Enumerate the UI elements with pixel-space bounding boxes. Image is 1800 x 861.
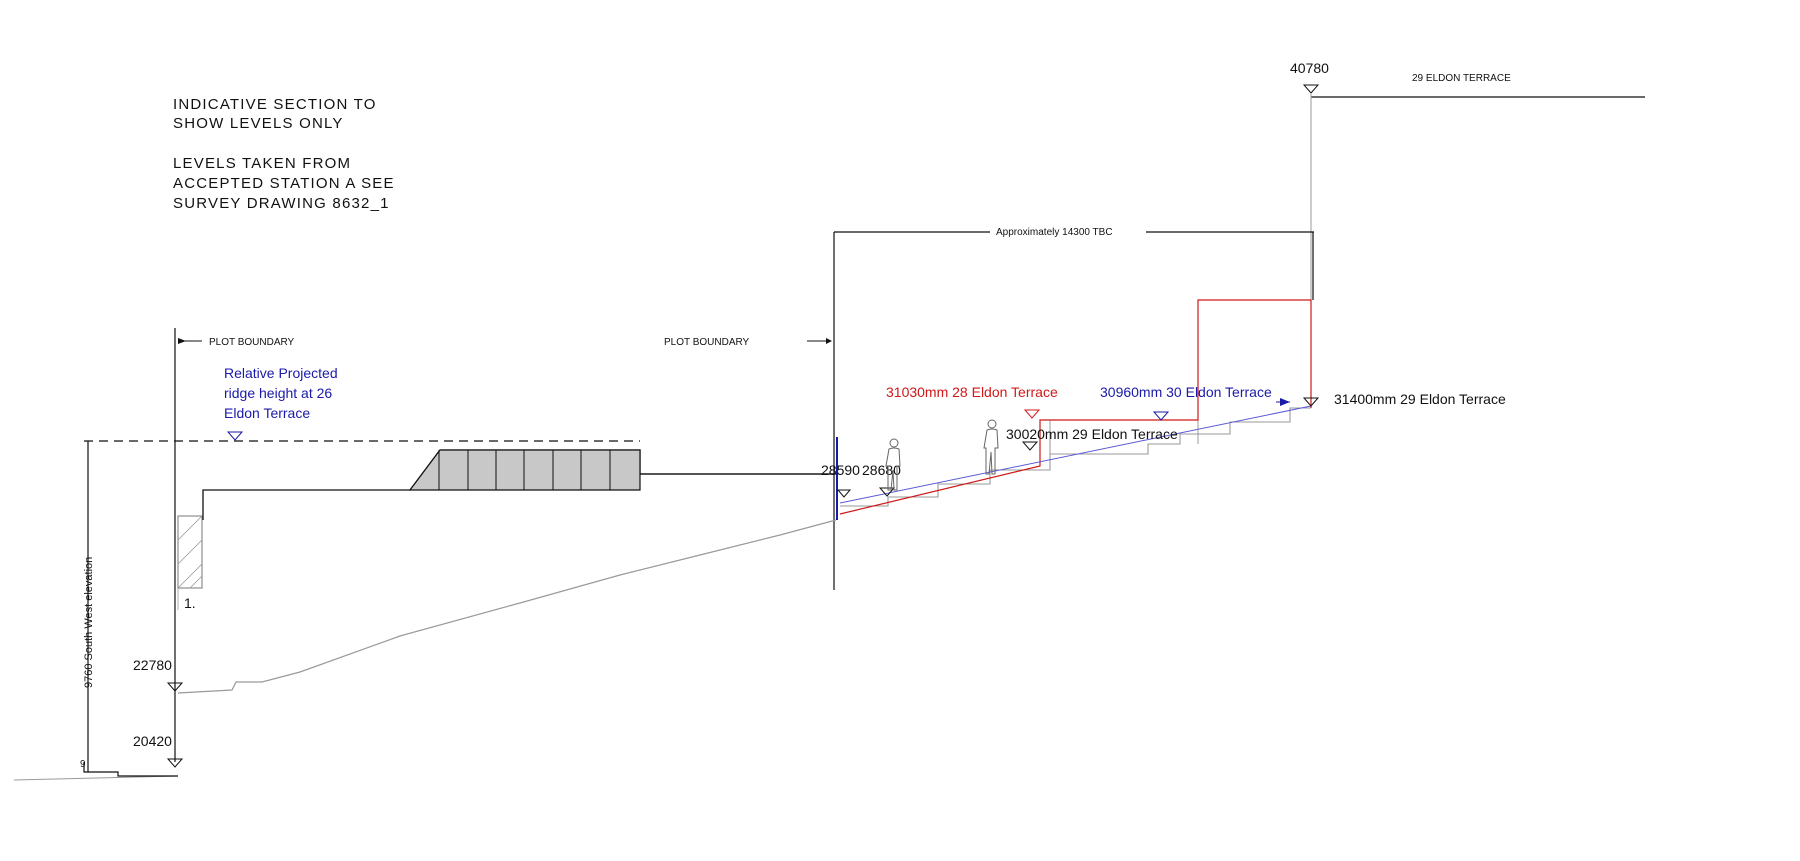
red-profile-line [839,299,1312,515]
ground-line [177,519,837,694]
level-28680: 28680 [862,462,901,478]
building-section: 1. [177,449,836,611]
approx-dimension-label: Approximately 14300 TBC [996,227,1113,238]
hatch-lines [177,515,203,589]
note-line-2: SHOW LEVELS ONLY [173,115,344,132]
approx-dimension: Approximately 14300 TBC [834,227,1314,300]
blue-sight-line [839,405,1312,504]
base-mark: 9 [80,759,86,770]
terrace-steps [840,407,1311,507]
blue-arrowhead [1280,398,1290,406]
terrace-step-line [840,407,1311,507]
red-profile: 31030mm 28 Eldon Terrace [839,299,1312,515]
blue-level-marker [1152,411,1170,421]
level-marker-40780 [1302,84,1320,94]
level-marker-20420 [166,758,184,768]
wall-block-divisions [438,450,611,490]
right-boundary-label: PLOT BOUNDARY [664,337,750,348]
blue-sightline: 30960mm 30 Eldon Terrace [839,384,1312,504]
left-boundary: PLOT BOUNDARY [174,328,295,762]
note-line-4: ACCEPTED STATION A SEE [173,175,395,192]
wall-block [408,449,641,491]
person-figure-1 [885,438,901,491]
note-line-1: INDICATIVE SECTION TO [173,96,377,113]
ridge-note-line-2: ridge height at 26 [224,385,332,401]
right-boundary-arrowhead [826,338,832,344]
eldon29-low-label: 30020mm 29 Eldon Terrace [1006,426,1178,442]
note-line-3: LEVELS TAKEN FROM [173,155,351,172]
human-figures [885,419,999,491]
eldon30-label: 30960mm 30 Eldon Terrace [1100,384,1272,400]
boundary-levels: 28590 28680 [821,462,901,498]
eldon29-high-label: 31400mm 29 Eldon Terrace [1334,391,1506,407]
eldon29-levels: 30020mm 29 Eldon Terrace 31400mm 29 Eldo… [1006,391,1506,451]
note-line-5: SURVEY DRAWING 8632_1 [173,195,390,212]
base-ground-line [13,775,179,781]
red-level-marker [1023,409,1041,419]
level-marker-22780 [166,682,184,692]
left-boundary-label: PLOT BOUNDARY [209,337,295,348]
level-28590: 28590 [821,462,860,478]
elevation-dimension: 9760 South West elevation [83,441,95,772]
right-boundary: PLOT BOUNDARY [664,232,838,590]
level-marker-28680 [878,487,896,497]
level-40780: 40780 [1290,60,1329,76]
level-22780: 22780 [133,657,172,673]
marker-label: 1. [184,595,196,611]
level-20420: 20420 [133,733,172,749]
ridge-level-marker [226,431,244,441]
elevation-label: 9760 South West elevation [83,557,95,688]
ridge-note: Relative Projected ridge height at 26 El… [84,365,640,442]
top-level: 40780 29 ELDON TERRACE [1290,60,1645,400]
eldon29-top-label: 29 ELDON TERRACE [1412,73,1511,84]
base-step [83,762,178,777]
left-levels: 22780 20420 [133,657,184,768]
notes-block: INDICATIVE SECTION TO SHOW LEVELS ONLY L… [173,96,395,212]
person-figure-2 [983,419,999,475]
ground-profile: 9 [13,519,837,781]
eldon29-low-marker [1021,441,1039,451]
ridge-note-line-3: Eldon Terrace [224,405,310,421]
ridge-note-line-1: Relative Projected [224,365,338,381]
eldon28-label: 31030mm 28 Eldon Terrace [886,384,1058,400]
eldon29-high-marker [1302,397,1320,407]
level-marker-28590 [836,489,852,498]
